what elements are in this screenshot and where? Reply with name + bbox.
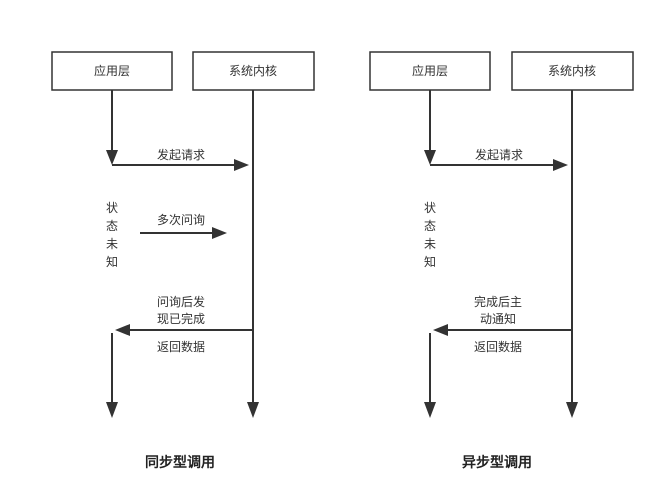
async-title: 异步型调用 [462,454,532,471]
notice-label-line: 完成后主 [474,294,522,309]
state-unknown-char: 状 [424,201,436,215]
notice-label-line: 动通知 [480,312,516,326]
arrowhead [424,150,436,165]
arrowhead [106,150,118,165]
arrowhead [247,402,259,418]
actor-box-kernel [192,51,315,91]
state-unknown-char: 态 [106,219,118,233]
notice-label-line: 现已完成 [157,311,205,326]
state-unknown-char: 状 [106,201,118,215]
arrowhead [106,402,118,418]
arrowhead [566,402,578,418]
arrowhead [115,324,130,336]
poll-label: 多次问询 [157,213,205,227]
state-unknown-char: 知 [106,255,118,269]
request-label: 发起请求 [157,147,205,162]
actor-box-app-layer [51,51,173,91]
state-unknown-char: 未 [106,237,118,251]
state-unknown-char: 未 [424,237,436,251]
sync-diagram: 应用层 系统内核 发起请求 状 态 未 知 多次问询 问询后发 现已完成 返回数… [51,51,315,471]
state-unknown-char: 知 [424,255,436,269]
async-diagram: 应用层 系统内核 发起请求 状 态 未 知 完成后主 动通知 返回数据 异步型调… [369,51,634,471]
arrowhead [433,324,448,336]
state-unknown-char: 态 [424,219,436,233]
notice-label-line: 问询后发 [157,294,205,309]
actor-box-app-layer [369,51,491,91]
actor-label-kernel: 系统内核 [548,64,596,78]
return-label: 返回数据 [474,339,522,354]
request-label: 发起请求 [475,147,523,162]
arrowhead [553,159,568,171]
actor-label-app-layer: 应用层 [94,63,130,78]
actor-label-app-layer: 应用层 [412,63,448,78]
arrowhead [212,227,227,239]
arrowhead [234,159,249,171]
sync-title: 同步型调用 [145,454,215,471]
return-label: 返回数据 [157,339,205,354]
arrowhead [424,402,436,418]
actor-label-kernel: 系统内核 [229,64,277,78]
